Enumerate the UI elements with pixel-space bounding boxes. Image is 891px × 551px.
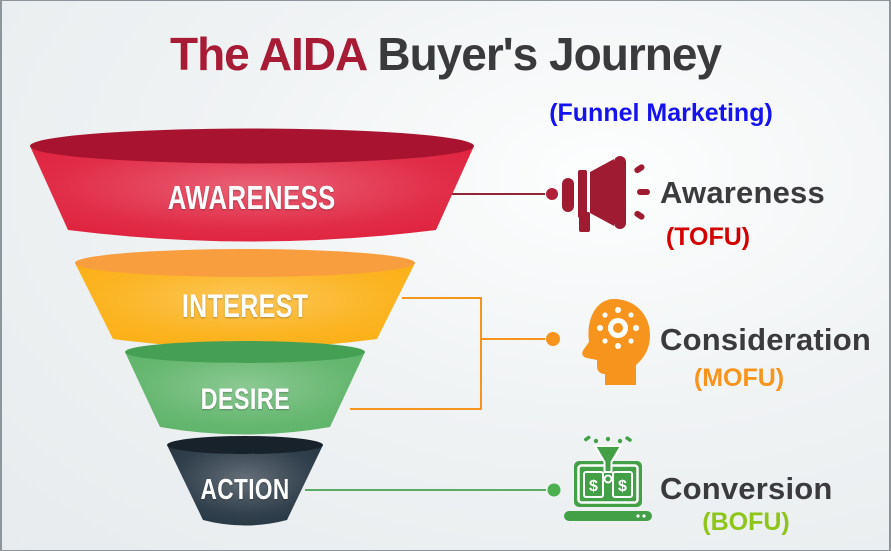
legend-tag-bofu: (BOFU) [702,508,790,536]
connector-consideration [350,297,560,410]
head-idea-icon [582,299,650,385]
funnel-stage-interest [75,249,415,348]
megaphone-icon [562,156,650,232]
connector-dot [547,483,561,497]
page-subtitle: (Funnel Marketing) [549,99,773,127]
title-rest: Buyer's Journey [365,28,722,80]
funnel-stage-label-action: ACTION [200,474,290,506]
legend-label-conversion: Conversion [660,471,833,506]
legend-label-consideration: Consideration [660,322,872,357]
conversion-laptop-icon: $ $ [564,435,652,521]
funnel-stage-label-desire: DESIRE [200,383,290,416]
legend-tag-tofu: (TOFU) [665,223,751,251]
connector-dot [546,332,560,346]
connector-awareness [452,188,558,200]
funnel-stage-action [167,436,323,526]
funnel-stage-label-awareness: AWARENESS [168,179,336,216]
dollar-glyph: $ [589,478,598,495]
funnel-stage-desire [125,341,365,435]
connector-conversion [305,483,561,497]
title-accent: The AIDA [169,28,367,80]
legend-label-awareness: Awareness [660,175,825,210]
dollar-glyph: $ [618,478,627,495]
connector-dot [546,188,558,200]
funnel-stage-awareness [30,128,474,242]
funnel-stage-label-interest: INTEREST [181,288,309,324]
legend-tag-mofu: (MOFU) [693,364,785,392]
page-title: The AIDA Buyer's Journey [2,27,889,81]
